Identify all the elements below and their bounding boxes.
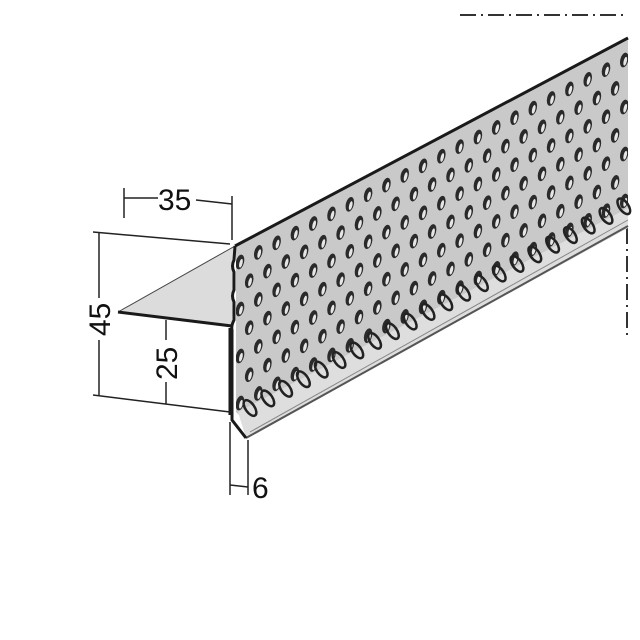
center-lines (460, 14, 628, 340)
perforated-web (234, 36, 629, 420)
dimension-45-label: 45 (84, 303, 117, 336)
front-web-edge (228, 245, 248, 439)
dimension-25-label: 25 (151, 347, 184, 380)
top-flange (117, 245, 236, 328)
bottom-lip (238, 197, 632, 439)
perforation-holes (236, 52, 628, 411)
dimension-6-label: 6 (252, 472, 269, 505)
dimension-35-label: 35 (158, 184, 191, 217)
slotted-teeth (242, 197, 632, 418)
dimension-lines (92, 188, 249, 495)
dimension-labels: 35 45 25 6 (84, 184, 269, 505)
